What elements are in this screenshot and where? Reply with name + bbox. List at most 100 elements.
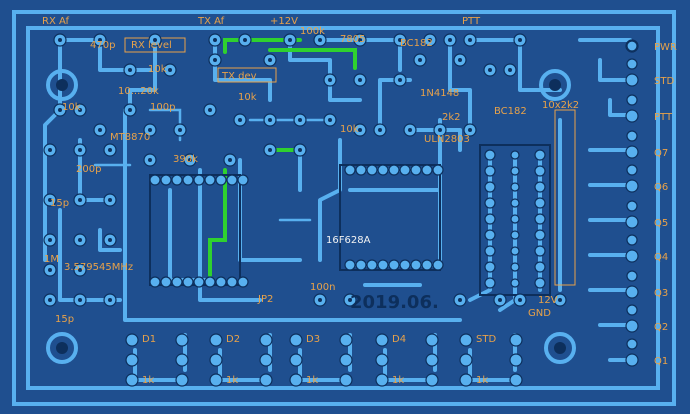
side-pad-aux [626,130,638,142]
bottom-pad [509,373,523,387]
drill-hole [438,128,442,132]
drill-hole [58,108,62,112]
bottom-label-0: D1 [142,334,156,345]
label-12v-b: 12V [538,295,558,306]
drill-hole [328,118,332,122]
array-pin [510,278,520,288]
bottom-pad [175,373,189,387]
drill-hole [488,68,492,72]
label-10k-b: 10k [238,92,257,103]
uln-pin [534,277,546,289]
drill-hole [398,38,402,42]
mounting-holes [46,69,576,364]
uln-pin [484,245,496,257]
ic-pin [432,259,444,271]
label-12v: +12V [270,16,298,27]
label-15p-b: 15p [55,314,74,325]
side-pad [625,285,639,299]
drill-hole [153,38,157,42]
array-pin [510,166,520,176]
drill-hole [358,128,362,132]
drill-hole [213,38,217,42]
bottom-pad [259,373,273,387]
side-pad-aux [626,164,638,176]
drill-hole [48,298,52,302]
ic-pin [182,276,194,288]
bottom-pad [375,333,389,347]
uln-pin [534,197,546,209]
ic-pin [171,276,183,288]
drill-hole [358,38,362,42]
drill-hole [98,38,102,42]
drill-hole [78,148,82,152]
ic-pin [355,164,367,176]
uln-pin [484,181,496,193]
drill-hole [108,298,112,302]
ic-pin [193,174,205,186]
side-pad-aux [626,58,638,70]
ic-pin [421,164,433,176]
ic-pin [388,259,400,271]
ic-pin [432,164,444,176]
label-100p: 100p [150,102,175,113]
bottom-label-3: D4 [392,334,406,345]
side-pad [625,353,639,367]
drill-hole [58,38,62,42]
drill-hole [48,268,52,272]
board-outline [12,10,676,406]
array-pin [510,198,520,208]
uln-pin [484,165,496,177]
bottom-pad [459,353,473,367]
drill-hole [208,108,212,112]
array-pin [510,150,520,160]
side-label-6: Q4 [654,252,668,263]
ic-pin [215,276,227,288]
date-stamp: 2019.06. [350,292,439,313]
ic-pin [399,259,411,271]
drill-hole [148,128,152,132]
drill-hole [498,298,502,302]
array-pin [510,230,520,240]
resistor-1k-label: 1k [142,375,154,386]
label-1m: 1M [44,254,59,265]
uln-pin [484,213,496,225]
uln-pin [484,261,496,273]
side-label-3: Q7 [654,148,668,159]
ic-pin [204,276,216,288]
side-label-0: PWR [654,42,677,53]
array-pin [510,262,520,272]
bottom-pad [459,373,473,387]
drill-hole [168,68,172,72]
drill-hole [128,108,132,112]
side-label-8: Q2 [654,322,668,333]
bottom-pad [339,353,353,367]
bottom-label-2: D3 [306,334,320,345]
array-pin [510,246,520,256]
drill-hole [558,298,562,302]
label-15p-a: 15p [50,198,69,209]
drill-hole [188,158,192,162]
label-ptt-top: PTT [462,16,481,27]
side-pad-aux [626,234,638,246]
drill-hole [358,78,362,82]
tx-dev-box [217,67,277,83]
array-pin [510,182,520,192]
drill-hole [48,148,52,152]
drill-hole [418,58,422,62]
ic-pin [344,259,356,271]
side-label-5: Q5 [654,218,668,229]
uln-pin [534,181,546,193]
ic-pin [366,259,378,271]
label-10x2k2: 10x2k2 [542,100,579,111]
drill-hole [298,148,302,152]
drill-hole [128,68,132,72]
drill-hole [108,198,112,202]
uln-pin [534,245,546,257]
drill-hole [228,158,232,162]
drill-hole [48,238,52,242]
drill-hole [398,78,402,82]
label-jp2: JP2 [257,294,273,305]
side-pad [625,109,639,123]
